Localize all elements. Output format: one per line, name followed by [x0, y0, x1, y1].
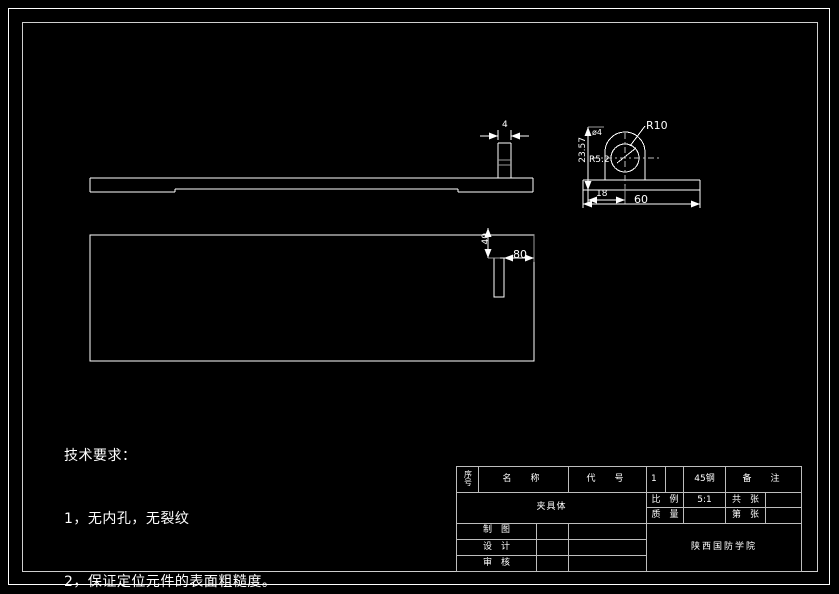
dim-label-R5-2: R5.2 [589, 155, 610, 165]
dim-label-detail-width: 60 [634, 193, 648, 206]
cell-role-date-designer [568, 538, 648, 556]
cell-role-name-checker [535, 554, 570, 573]
cell-part-name: 夹具体 [455, 492, 648, 524]
cell-scale-label: 比 例 [646, 492, 685, 509]
title-block-role-row: 制 图 陕西国防学院 [456, 522, 803, 573]
cell-index-header: 序号 [456, 465, 479, 494]
dim-label-R10: R10 [646, 119, 668, 132]
cell-role-name-designer [535, 538, 570, 556]
cell-qty-header: 1 [646, 465, 667, 494]
dim-label-detail-offset: 18 [596, 189, 608, 199]
note-item-2: 2，保证定位元件的表面粗糙度。 [64, 574, 277, 590]
cell-scale-value: 5:1 [683, 492, 727, 509]
title-block-role-row: 审 核 [456, 554, 802, 573]
cell-remark-header: 备 注 [725, 465, 803, 494]
title-block-table: 序号 名 称 代 号 1 45钢 备 注 夹具体 比 例 5:1 共 张 质 量 [455, 465, 803, 573]
notes-heading: 技术要求： [64, 448, 137, 464]
dim-label-hole-diameter: ø4 [592, 128, 602, 137]
note-item-1: 1，无内孔，无裂纹 [64, 511, 190, 527]
cell-qty-spacer [665, 465, 685, 494]
dim-label-plan-width: 80 [513, 248, 527, 261]
dim-label-boss-thickness: 4 [502, 120, 508, 130]
cell-role-label-designer: 设 计 [456, 538, 537, 556]
cell-index-header-text: 序号 [463, 469, 473, 486]
cell-role-label-checker: 审 核 [456, 554, 537, 573]
cell-sheet-no-value [765, 507, 803, 524]
cell-mass-label: 质 量 [646, 507, 685, 524]
cell-role-label-drafter: 制 图 [456, 522, 537, 540]
technical-requirements: 技术要求： 1，无内孔，无裂纹 2，保证定位元件的表面粗糙度。 [64, 404, 276, 594]
cell-mass-value [683, 507, 727, 524]
drawing-outer-border [8, 8, 830, 585]
cell-name-header: 名 称 [477, 465, 570, 494]
cell-role-name-drafter [535, 522, 570, 540]
dim-label-plan-height: 40 [481, 233, 491, 245]
cell-sheets-total-label: 共 张 [725, 492, 767, 509]
dim-label-detail-height: 23.57 [578, 137, 588, 163]
cell-code-header: 代 号 [568, 465, 648, 494]
title-block-name-row: 夹具体 比 例 5:1 共 张 [455, 492, 803, 524]
cell-material-header: 45钢 [683, 465, 727, 494]
drawing-inner-border [22, 22, 818, 572]
title-block-mass-row: 质 量 第 张 [457, 507, 803, 524]
cell-role-date-drafter [568, 522, 648, 540]
cell-role-date-checker [568, 554, 648, 573]
title-block: 序号 名 称 代 号 1 45钢 备 注 夹具体 比 例 5:1 共 张 质 量 [455, 465, 803, 573]
cell-sheet-no-label: 第 张 [725, 507, 767, 524]
cell-organization: 陕西国防学院 [646, 522, 803, 573]
cell-sheets-total-value [765, 492, 803, 509]
title-block-header-row: 序号 名 称 代 号 1 45钢 备 注 [456, 465, 803, 494]
